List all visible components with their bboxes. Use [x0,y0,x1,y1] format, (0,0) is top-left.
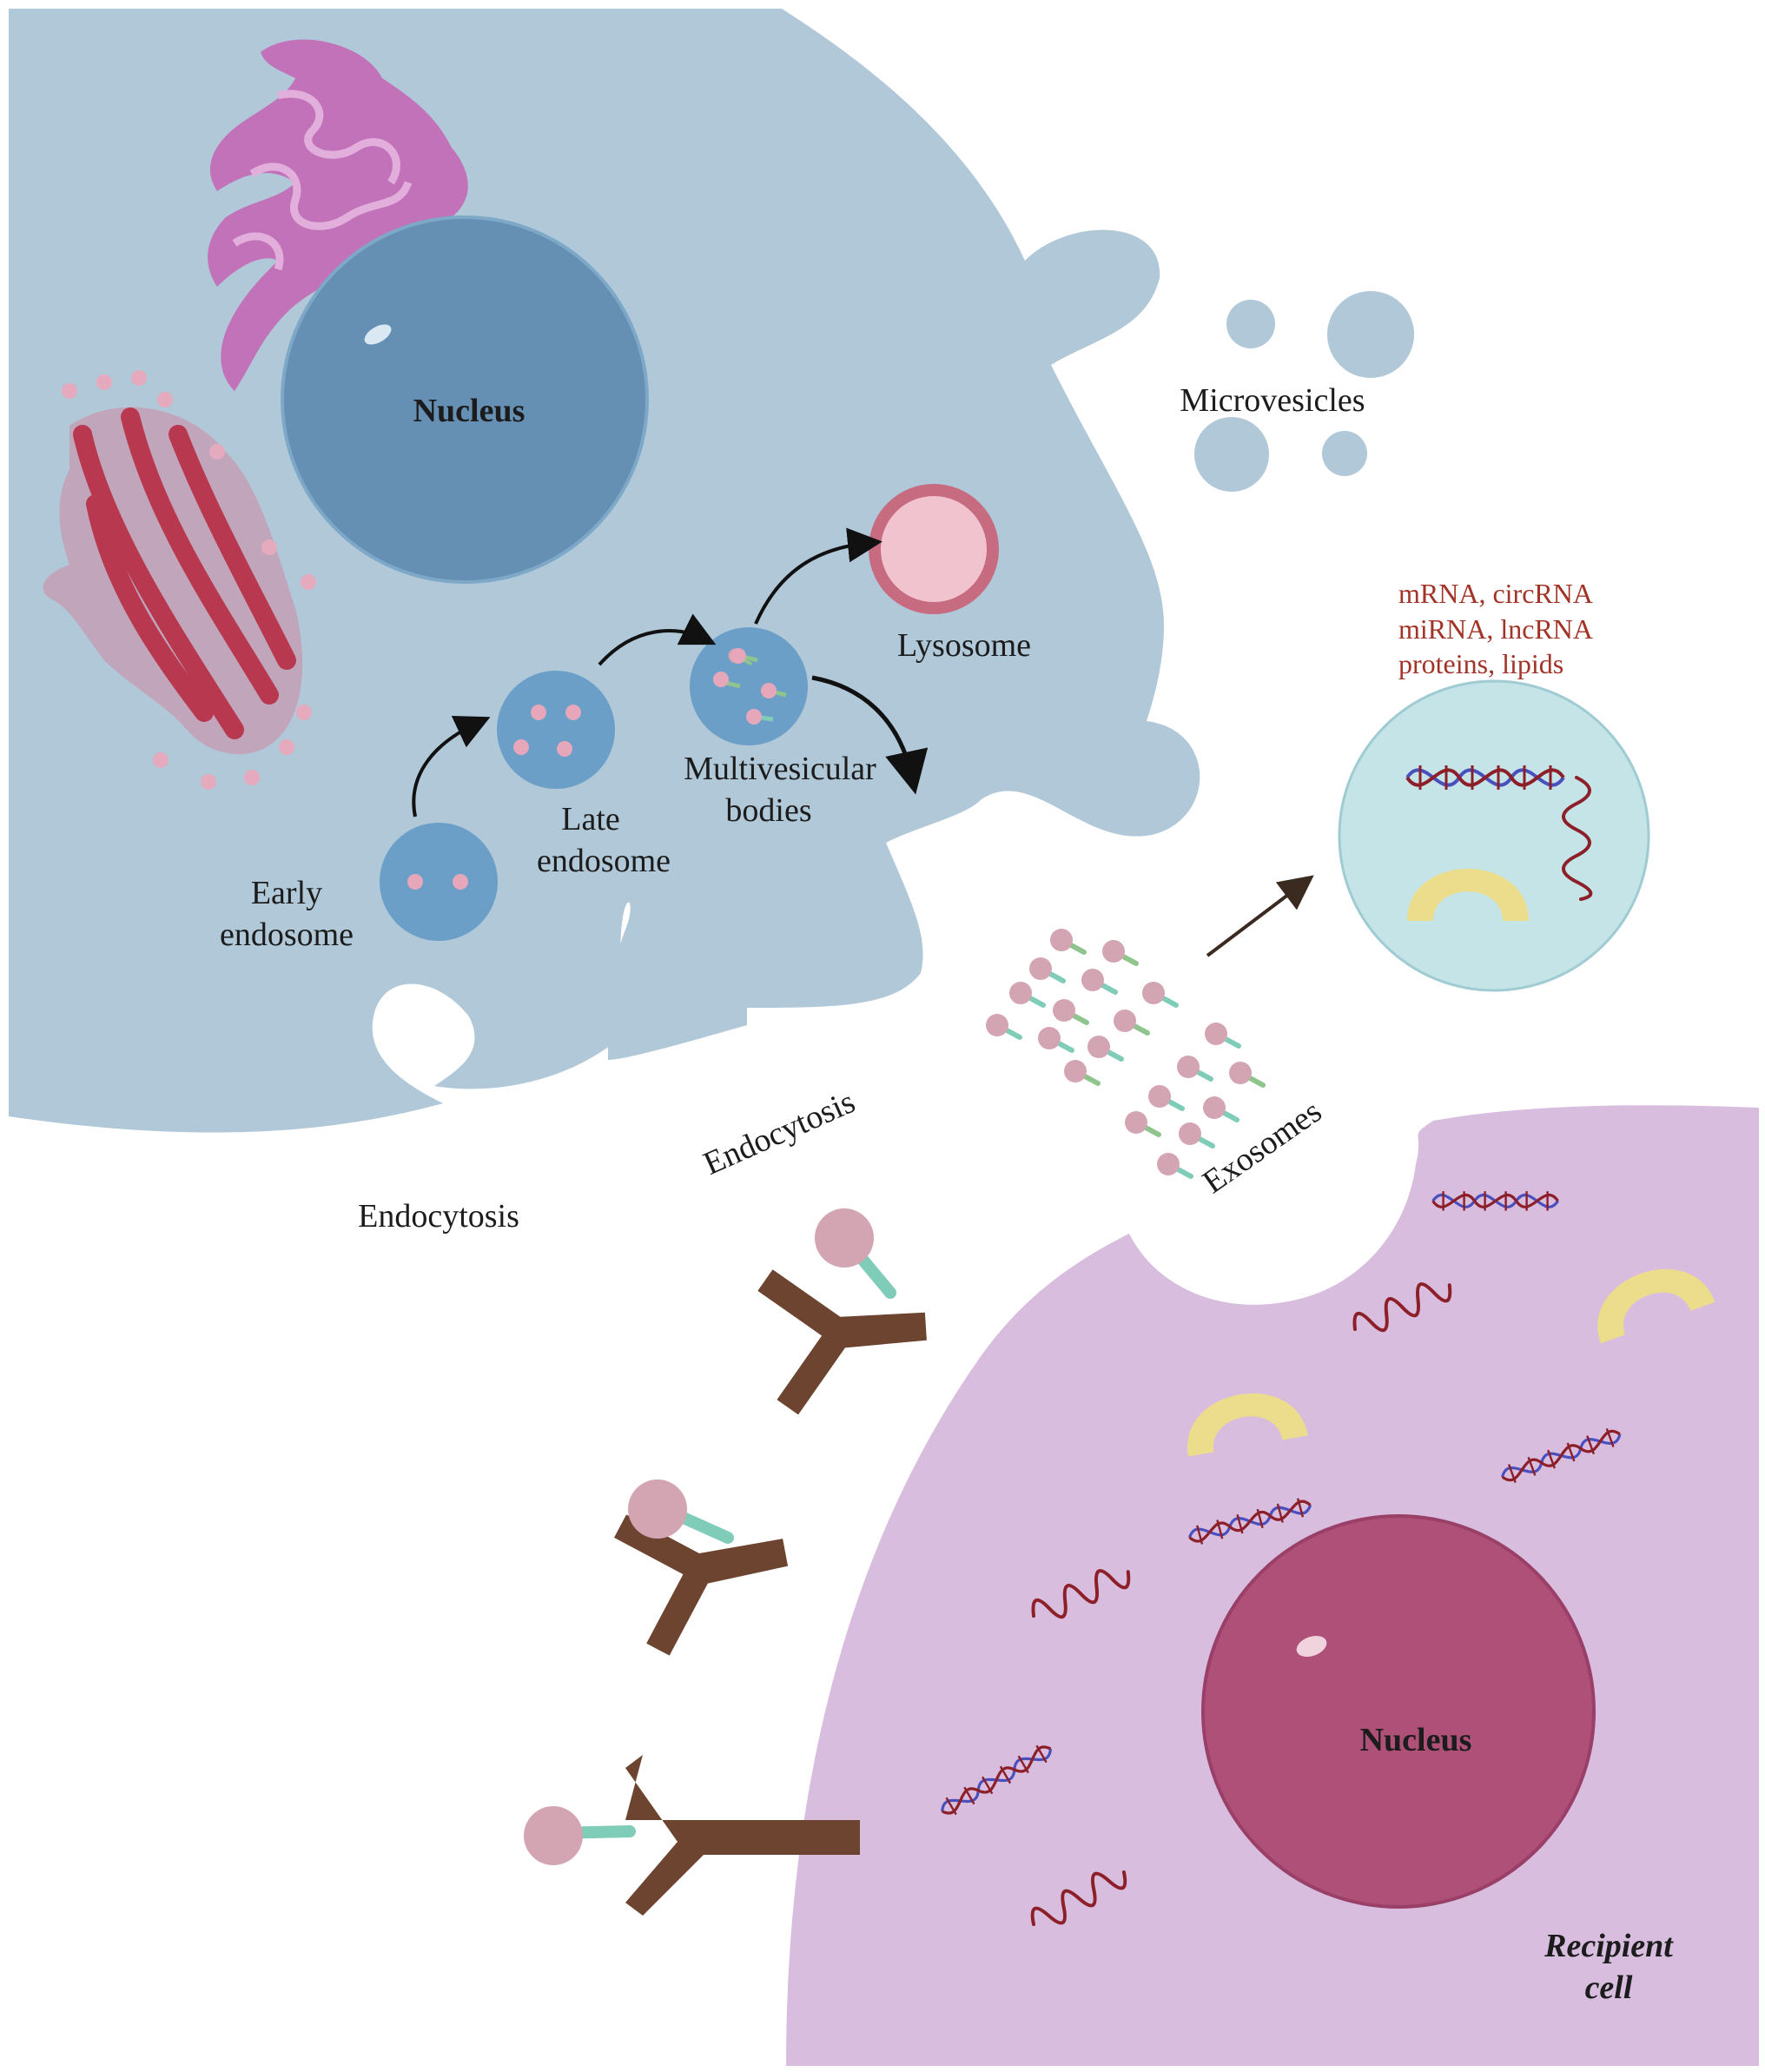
donor-nucleus [281,215,649,584]
recipient-nucleus [1201,1514,1596,1909]
donor-nucleus-highlight [364,324,392,345]
recipient-nucleus-label: Nucleus [1360,1722,1472,1758]
endocytosis-label: Endocytosis [358,1198,519,1235]
bound-exosome-2 [628,1480,734,1544]
bound-exosome-1 [815,1208,896,1299]
mvb-label: Multivesicular [684,751,876,787]
late-endosome-label-2: endosome [537,843,671,879]
cargo-label-1: mRNA, circRNA [1398,578,1593,609]
mvb-label-2: bodies [725,792,811,829]
late-endosome-vesicle [557,741,572,757]
early-endosome-vesicle [453,874,468,890]
multivesicular-body [690,627,808,745]
pathway-arrows [412,527,929,818]
cargo-label-2: miRNA, lncRNA [1398,613,1593,645]
recipient-cell-label: Recipient [1544,1928,1674,1964]
donor-nucleus-label: Nucleus [413,393,526,429]
cargo-arrow [1206,875,1314,957]
endoplasmic-reticulum [43,370,316,790]
early-endosome-label-2: endosome [220,917,354,953]
golgi-apparatus [208,39,468,392]
exosomes-cluster [986,929,1263,1176]
late-endosome-vesicle [531,705,546,720]
recipient-nucleus-highlight [1296,1635,1327,1658]
microvesicles-label: Microvesicles [1180,382,1365,419]
receptor-3 [625,1755,860,1916]
late-endosome-label: Late [561,801,620,837]
lysosome-label: Lysosome [897,627,1031,664]
exosome-cargo-circle [1338,679,1650,992]
bound-exosome-3 [524,1806,636,1865]
cargo-rna [1562,776,1593,901]
endocytosis-label-tilted: Endocytosis [698,1083,861,1182]
late-endosome [497,671,615,789]
early-endosome-vesicle [407,874,423,890]
receptor-2 [577,1468,798,1685]
late-endosome-vesicle [513,739,529,755]
late-endosome-vesicle [565,705,581,720]
lysosome [869,484,999,614]
cargo-label-3: proteins, lipids [1398,648,1563,679]
early-endosome-label: Early [251,875,322,911]
microvesicles [1194,291,1414,492]
recipient-cell-label-2: cell [1585,1969,1633,2006]
early-endosome [380,823,498,941]
mvb-exosomes [713,648,787,725]
